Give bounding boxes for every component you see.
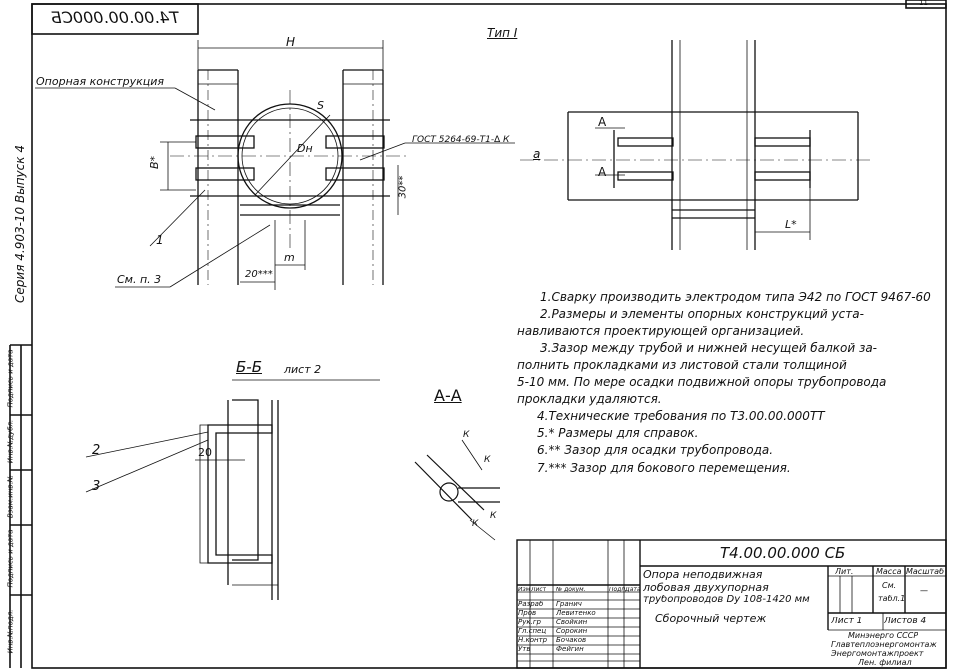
- type-view-title: Тип I: [487, 26, 518, 40]
- see-note-label: См. п. 3: [117, 273, 162, 286]
- role-developer: Разраб: [518, 601, 544, 608]
- name-norm-control: Бочаков: [556, 637, 587, 644]
- title-line-3: трубопроводов Dу 108-1420 мм: [643, 595, 810, 605]
- note-2a: 2.Размеры и элементы опорных конструкций…: [540, 307, 864, 321]
- col-header-izm: Изм: [518, 587, 531, 593]
- dim-h-label: H: [286, 35, 296, 49]
- title-block-lines: [516, 539, 947, 669]
- dim-s-label: S: [317, 99, 324, 112]
- lit-label: Лит.: [835, 568, 854, 576]
- mass-value-table: табл.1: [878, 595, 906, 603]
- side-series-label: Серия 4.903-10 Выпуск 4: [13, 145, 27, 303]
- support-structure-label: Опорная конструкция: [36, 75, 165, 88]
- col-header-date: Дата: [625, 587, 641, 593]
- dim-dn-label: Dн: [297, 142, 313, 155]
- note-3b: полнить прокладками из листовой стали то…: [517, 358, 847, 372]
- note-5: 5.* Размеры для справок.: [537, 426, 699, 440]
- section-bb-title: Б-Б: [236, 358, 262, 376]
- col-header-sign: Подп.: [609, 587, 628, 593]
- name-group-lead: Свойкин: [556, 619, 588, 626]
- mirrored-doc-code: Т4.00.00.000СБ: [50, 8, 180, 27]
- side-col-5: Инв.№подл.: [6, 609, 15, 654]
- side-col-4: Подпись и дата: [6, 529, 15, 588]
- scale-value: —: [920, 587, 928, 595]
- name-chief-specialist: Сорокин: [556, 628, 588, 635]
- dim-30-label: 30**: [397, 175, 409, 199]
- side-col-2: Инв.№дубл.: [6, 419, 15, 464]
- section-a-mark-top: A: [598, 115, 607, 129]
- doc-type-label: Сборочный чертеж: [655, 613, 767, 624]
- title-block-doc-code: Т4.00.00.000 СБ: [720, 544, 846, 562]
- org-line-4: Лен. филиал: [858, 659, 912, 667]
- main-view: [35, 40, 515, 290]
- dim-20-label: 20***: [245, 269, 273, 280]
- position-2-label: 2: [92, 443, 101, 458]
- weld-k-3: К: [472, 519, 479, 529]
- sheets-label: Листов 4: [884, 617, 927, 626]
- section-a-mark-bottom: A: [598, 165, 607, 179]
- role-checker: Пров: [518, 610, 537, 617]
- name-developer: Гранич: [556, 601, 582, 608]
- note-3d: прокладки удаляются.: [517, 392, 662, 406]
- weld-k-4: К: [490, 511, 497, 521]
- note-3c: 5-10 мм. По мере осадки подвижной опоры …: [517, 375, 887, 389]
- note-3a: 3.Зазор между трубой и нижней несущей ба…: [540, 341, 878, 355]
- type-view: [520, 40, 870, 250]
- mass-value: См.: [882, 582, 897, 590]
- gost-weld-label: ГОСТ 5264-69-Т1-∆ К: [412, 135, 510, 145]
- mass-label: Масса: [876, 568, 902, 576]
- title-line-2: лобовая двухупорная: [643, 582, 769, 593]
- note-2b: навливаются проектирующей организацией.: [517, 324, 805, 338]
- role-group-lead: Рук.гр: [518, 619, 541, 626]
- dim-m-label: m: [284, 251, 295, 264]
- position-3-label: 3: [92, 479, 101, 494]
- note-4: 4.Технические требования по Т3.00.00.000…: [537, 409, 825, 423]
- col-header-doc: № докум.: [556, 587, 586, 593]
- org-line-3: Энергомонтажпроект: [831, 650, 924, 658]
- org-line-1: Минэнерго СССР: [848, 632, 919, 640]
- dim-a-label: a: [533, 147, 541, 161]
- section-bb-view: [85, 379, 380, 600]
- section-aa-view: [414, 439, 500, 541]
- weld-k-2: К: [484, 455, 491, 465]
- role-chief-specialist: Гл.спец: [518, 628, 547, 635]
- sheet-frame: [31, 3, 947, 669]
- section-bb-sheet-ref: лист 2: [284, 363, 322, 376]
- weld-k-1: К: [463, 430, 470, 440]
- section-aa-title: А-А: [434, 386, 462, 405]
- note-6: 6.** Зазор для осадки трубопровода.: [537, 443, 774, 457]
- role-approver: Утв: [518, 646, 531, 653]
- dim-l-label: L*: [785, 218, 797, 231]
- note-1: 1.Сварку производить электродом типа Э42…: [540, 290, 931, 304]
- name-approver: Фейгин: [556, 646, 584, 653]
- page-number: 11: [919, 0, 928, 7]
- side-col-1: Подпись и дата: [6, 349, 15, 408]
- role-norm-control: Н.контр: [518, 637, 548, 644]
- dim-20-bb-label: 20: [198, 446, 212, 459]
- position-1-label: 1: [156, 233, 164, 247]
- scale-label: Масштаб: [906, 568, 945, 576]
- dim-b-label: В*: [148, 155, 162, 170]
- org-line-2: Главтеплоэнергомонтаж: [831, 641, 937, 649]
- sheet-label: Лист 1: [831, 617, 863, 626]
- name-checker: Левитенко: [556, 610, 596, 617]
- mirrored-code-box: [31, 3, 199, 35]
- title-line-1: Опора неподвижная: [643, 569, 763, 580]
- side-col-3: Взам.инв.№: [6, 474, 15, 519]
- note-7: 7.*** Зазор для бокового перемещения.: [537, 461, 791, 475]
- col-header-list: Лист: [531, 587, 547, 593]
